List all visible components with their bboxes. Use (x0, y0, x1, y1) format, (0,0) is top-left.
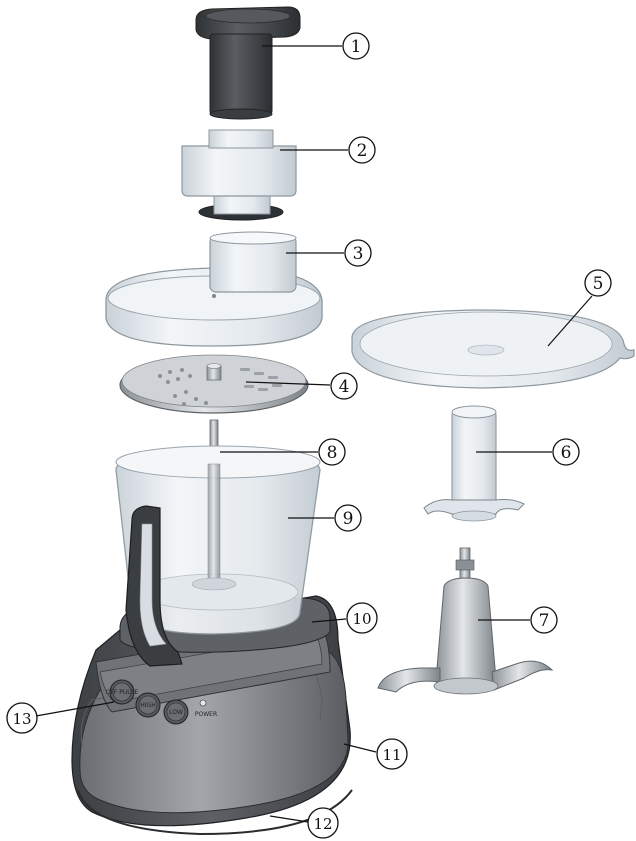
button-high[interactable]: HIGH (135, 692, 161, 718)
callout-1-label: 1 (351, 37, 362, 57)
leader-line-13 (35, 701, 115, 717)
callout-8-label: 8 (327, 443, 338, 463)
leader-line-12 (269, 815, 309, 823)
work-bowl (115, 445, 321, 667)
callout-5: 5 (584, 269, 612, 297)
callout-10-label: 10 (352, 610, 371, 628)
callout-9-label: 9 (343, 509, 354, 529)
button-off-pulse-label: OFF PULSE (106, 689, 139, 696)
callout-10: 10 (346, 602, 378, 634)
callout-5-label: 5 (593, 274, 604, 294)
callout-9: 9 (334, 504, 362, 532)
callout-2-label: 2 (357, 141, 368, 161)
leader-line-5 (547, 295, 593, 347)
button-low-label: LOW (169, 709, 183, 716)
callout-3: 3 (344, 239, 372, 267)
button-high-label: HIGH (140, 702, 155, 709)
callout-11: 11 (376, 738, 408, 770)
chopping-blade (377, 547, 554, 695)
callout-3-label: 3 (353, 244, 364, 264)
button-off-pulse[interactable]: OFF PULSE (106, 679, 139, 705)
feed-tube-top (181, 129, 297, 221)
callout-1: 1 (342, 32, 370, 60)
callout-13-label: 13 (12, 710, 31, 728)
power-indicator-label: POWER (195, 711, 217, 718)
callout-6: 6 (552, 438, 580, 466)
slicing-disc (119, 354, 309, 414)
leader-lines (35, 45, 593, 823)
power-indicator: POWER (195, 699, 217, 718)
leader-line-4 (245, 381, 331, 386)
callout-8: 8 (318, 438, 346, 466)
callout-6-label: 6 (561, 443, 572, 463)
leader-line-10 (311, 618, 347, 623)
callout-11-label: 11 (382, 746, 401, 764)
food-pusher (195, 6, 301, 120)
callout-12: 12 (307, 807, 339, 839)
leader-line-11 (343, 743, 377, 753)
callout-4: 4 (330, 372, 358, 400)
callout-7-label: 7 (539, 611, 550, 631)
callout-4-label: 4 (339, 377, 350, 397)
callout-12-label: 12 (313, 815, 332, 833)
storage-cover (351, 309, 635, 389)
button-low[interactable]: LOW (163, 699, 189, 725)
bowl-lid (105, 231, 323, 347)
disc-stem (423, 405, 525, 522)
callout-2: 2 (348, 136, 376, 164)
callout-13: 13 (6, 702, 38, 734)
callout-7: 7 (530, 606, 558, 634)
